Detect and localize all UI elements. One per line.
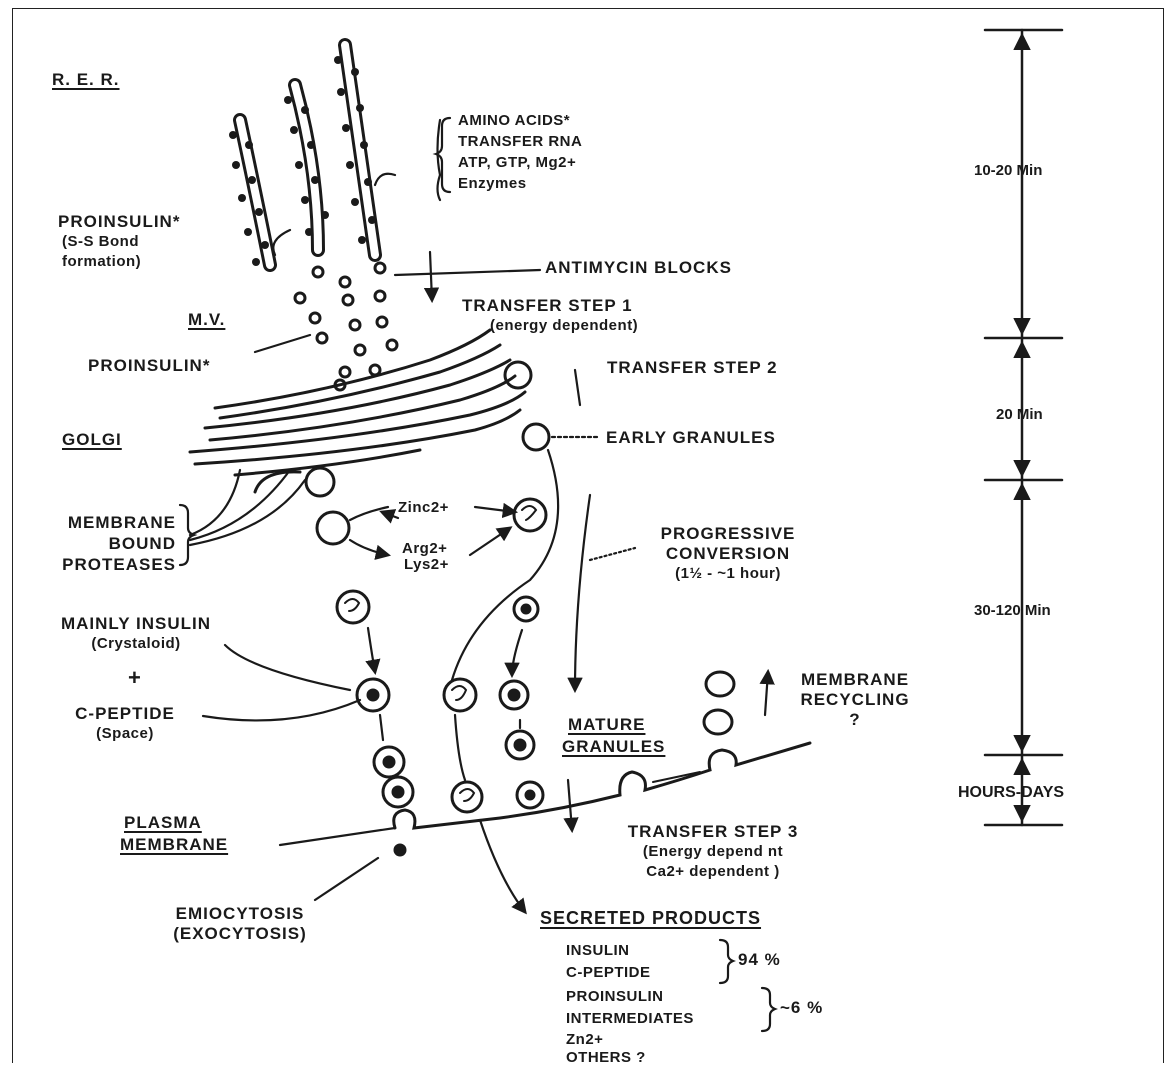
proteases-line2: BOUND <box>28 533 176 554</box>
recycling-line3: ? <box>770 710 940 730</box>
timeline-axis <box>985 30 1062 825</box>
label-transfer-step-3: TRANSFER STEP 3 (Energy depend nt Ca2+ d… <box>588 822 838 882</box>
label-mainly-insulin: MAINLY INSULIN (Crystaloid) <box>22 614 250 654</box>
label-reagents: AMINO ACIDS* TRANSFER RNA ATP, GTP, Mg2+… <box>458 110 582 194</box>
proteases-line1: MEMBRANE <box>28 512 176 533</box>
transfer3-title: TRANSFER STEP 3 <box>588 822 838 842</box>
granules <box>317 424 734 855</box>
connectors <box>190 120 768 912</box>
c-peptide-line1: C-PEPTIDE <box>46 704 204 724</box>
secreted-group2: PROINSULIN INTERMEDIATES <box>566 986 694 1030</box>
label-progressive-conversion: PROGRESSIVE CONVERSION (1½ - ~1 hour) <box>628 524 828 584</box>
progressive-line1: PROGRESSIVE <box>628 524 828 544</box>
label-rer: R. E. R. <box>52 70 120 90</box>
label-early-granules: EARLY GRANULES <box>606 428 776 448</box>
mainly-insulin-line2: (Crystaloid) <box>22 634 250 654</box>
c-peptide-line2: (Space) <box>46 724 204 744</box>
label-antimycin: ANTIMYCIN BLOCKS <box>545 258 732 278</box>
mature-line2: GRANULES <box>562 736 665 758</box>
proinsulin-rer-line2: (S-S Bond <box>62 232 180 252</box>
secreted-insulin: INSULIN <box>566 940 651 962</box>
secreted-c-peptide: C-PEPTIDE <box>566 962 651 984</box>
secreted-group1: INSULIN C-PEPTIDE <box>566 940 651 984</box>
timeline-label-4: HOURS-DAYS <box>958 784 1064 802</box>
recycling-line2: RECYCLING <box>770 690 940 710</box>
reagent-enzymes: Enzymes <box>458 173 582 194</box>
secreted-zn: Zn2+ <box>566 1030 603 1050</box>
mainly-insulin-line1: MAINLY INSULIN <box>22 614 250 634</box>
proinsulin-rer-line1: PROINSULIN* <box>58 212 180 232</box>
emiocytosis-line2: (EXOCYTOSIS) <box>140 924 340 944</box>
label-plus: + <box>128 668 142 688</box>
label-c-peptide: C-PEPTIDE (Space) <box>46 704 204 744</box>
label-proinsulin-rer: PROINSULIN* (S-S Bond formation) <box>58 212 180 272</box>
progressive-line3: (1½ - ~1 hour) <box>628 564 828 584</box>
label-transfer-step-1: TRANSFER STEP 1 (energy dependent) <box>462 296 638 336</box>
label-lys: Lys2+ <box>404 555 449 575</box>
microvesicles <box>295 263 397 390</box>
secreted-group2-pct: ~6 % <box>780 998 823 1018</box>
label-membrane-recycling: MEMBRANE RECYCLING ? <box>770 670 940 730</box>
label-secreted-products: SECRETED PRODUCTS <box>540 908 761 928</box>
timeline-label-1: 10-20 Min <box>974 162 1042 179</box>
secreted-group1-pct: 94 % <box>738 950 781 970</box>
label-plasma-membrane: PLASMA MEMBRANE <box>120 812 228 856</box>
label-zinc: Zinc2+ <box>398 498 449 518</box>
transfer3-line2: (Energy depend nt <box>588 842 838 862</box>
mature-line1: MATURE <box>568 714 665 736</box>
secreted-intermediates: INTERMEDIATES <box>566 1008 694 1030</box>
timeline-label-3: 30-120 Min <box>974 602 1051 619</box>
plasma-line1: PLASMA <box>124 812 228 834</box>
transfer1-title: TRANSFER STEP 1 <box>462 296 638 316</box>
plasma-line2: MEMBRANE <box>120 834 228 856</box>
label-emiocytosis: EMIOCYTOSIS (EXOCYTOSIS) <box>140 904 340 944</box>
label-mv: M.V. <box>188 310 225 330</box>
proteases-line3: PROTEASES <box>28 554 176 575</box>
reagent-transfer-rna: TRANSFER RNA <box>458 131 582 152</box>
transfer1-note: (energy dependent) <box>490 316 638 336</box>
label-golgi: GOLGI <box>62 430 122 450</box>
label-proinsulin-mv: PROINSULIN* <box>88 356 210 376</box>
recycling-line1: MEMBRANE <box>770 670 940 690</box>
secreted-proinsulin: PROINSULIN <box>566 986 694 1008</box>
label-transfer-step-2: TRANSFER STEP 2 <box>607 358 778 378</box>
emiocytosis-line1: EMIOCYTOSIS <box>140 904 340 924</box>
label-mature-granules: MATURE GRANULES <box>562 714 665 758</box>
reagent-atp-gtp: ATP, GTP, Mg2+ <box>458 152 582 173</box>
transfer3-line3: Ca2+ dependent ) <box>588 862 838 882</box>
secreted-others: OTHERS ? <box>566 1048 646 1068</box>
label-membrane-bound-proteases: MEMBRANE BOUND PROTEASES <box>28 512 176 575</box>
timeline-label-2: 20 Min <box>996 406 1043 423</box>
progressive-line2: CONVERSION <box>628 544 828 564</box>
proinsulin-rer-line3: formation) <box>62 252 180 272</box>
reagent-amino-acids: AMINO ACIDS* <box>458 110 582 131</box>
